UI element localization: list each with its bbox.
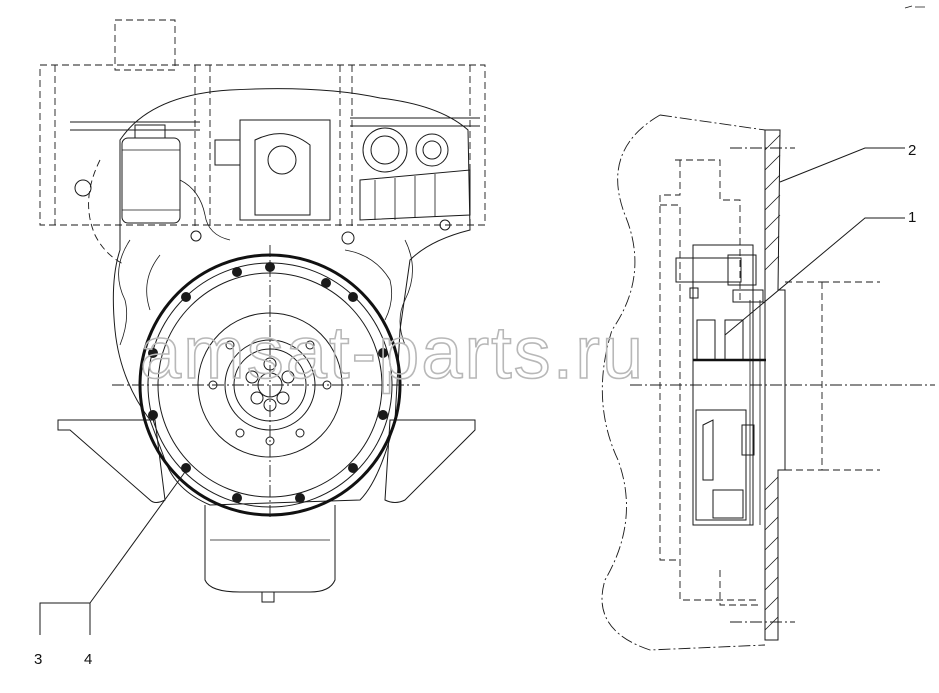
- callout-4: 4: [84, 651, 92, 668]
- section-view: [601, 114, 935, 651]
- flywheel: [112, 245, 420, 520]
- flywheel-rim-bolts: [148, 262, 388, 503]
- engine-mounts: [57, 419, 476, 503]
- callout-1: 1: [908, 209, 916, 226]
- callout-2: 2: [908, 142, 916, 159]
- leader-3-4: [39, 471, 186, 635]
- leader-2: [779, 147, 905, 183]
- oil-sump: [204, 505, 336, 603]
- engine-front-view: [39, 19, 486, 635]
- callout-3: 3: [34, 651, 42, 668]
- intake-pipe: [39, 19, 486, 230]
- corner-mark-icon: [904, 5, 925, 9]
- flywheel-inner-holes: [245, 357, 295, 412]
- engine-block: [70, 88, 480, 506]
- watermark: amsat-parts.ru: [140, 311, 645, 394]
- leader-1: [724, 217, 905, 336]
